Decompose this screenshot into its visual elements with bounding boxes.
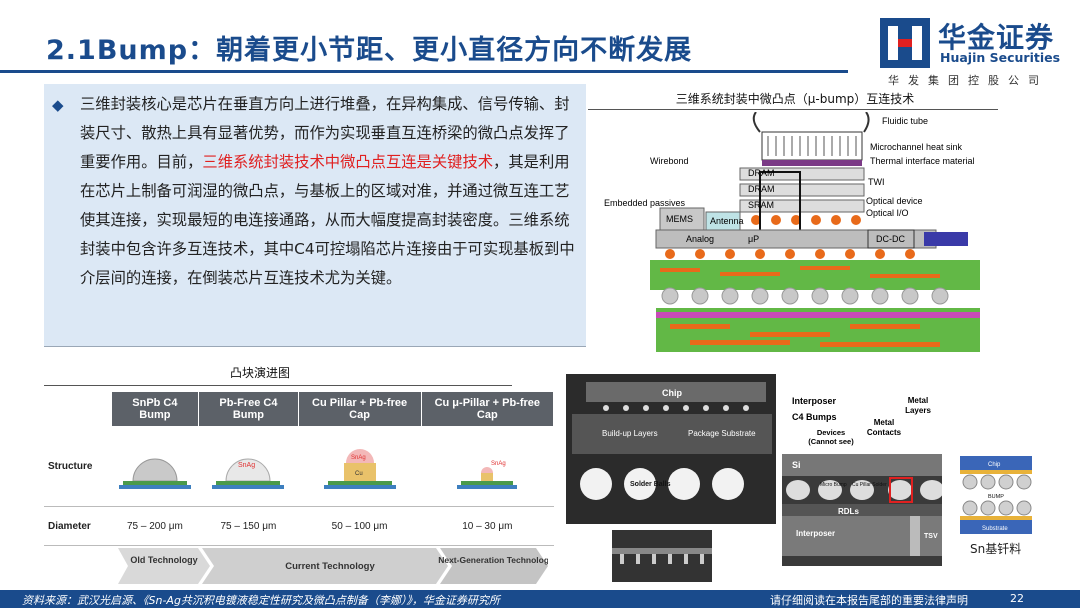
text-panel (44, 84, 586, 347)
sn-bump-label: BUMP (988, 494, 1004, 500)
mems-label: MEMS (666, 214, 693, 224)
snag-label: SnAg (238, 462, 255, 469)
structure-cell (111, 426, 199, 507)
sem-interposer-label: Interposer (796, 529, 835, 538)
logo-chinese-name: 华金证券 (938, 21, 1055, 54)
sem-cross-section-image: Chip Build-up Layers Package Substrate S… (566, 374, 776, 524)
column-header: Pb-Free C4 Bump (198, 392, 299, 426)
heat-sink-label: Microchannel heat sink (870, 142, 963, 152)
sem-rdls-label: RDLs (838, 507, 859, 516)
snpb-bump-icon (118, 458, 191, 489)
tech-stage-label: Current Technology (285, 561, 375, 572)
diameter-cell: 75 – 200 μm (111, 506, 199, 546)
bump-evolution-caption: 凸块演进图 (229, 366, 290, 380)
cu-micro-pillar-icon: SnAg (457, 461, 518, 489)
structure-cell: SnAg Cu (298, 426, 422, 507)
huajin-logo-icon (880, 18, 930, 68)
page-number: 22 (1010, 592, 1024, 605)
up-label: μP (748, 234, 759, 244)
row-header: Diameter (44, 506, 111, 546)
highlight-text: 三维系统封装技术中微凸点互连是关键技术 (202, 153, 494, 171)
dcdc-label: DC-DC (876, 234, 905, 244)
c4-bumps-label: C4 Bumps (792, 412, 837, 422)
twi-label: TWI (868, 177, 885, 187)
cu-label: Cu (355, 471, 363, 477)
body-paragraph: 三维封装核心是芯片在垂直方向上进行堆叠，在异构集成、信号传输、封装尺寸、散热上具… (80, 90, 578, 293)
analog-label: Analog (686, 234, 714, 244)
devices-label: Devices (Cannot see) (808, 428, 854, 446)
tech-stage-label: Old Technology (130, 555, 197, 565)
metal-contacts-label: Metal Contacts (866, 418, 902, 437)
sem-cu-pillar-label: Cu Pillar Solder (852, 482, 887, 488)
embedded-passives-label: Embedded passives (604, 198, 686, 208)
diamond-bullet-icon: ◆ (52, 96, 64, 114)
sram-label: SRAM (748, 200, 774, 210)
tim-label: Thermal interface material (870, 156, 975, 166)
caption-divider (588, 109, 998, 110)
sn-substrate-label: Substrate (982, 526, 1008, 532)
micro-bump-3d-package-diagram: Fluidic tube Microchannel heat sink Ther… (604, 112, 980, 352)
paragraph-segment: 三维封装核心是芯片在垂直方向上进行堆叠，在异构集成、信号传输、封装尺寸、散热上具… (80, 95, 570, 171)
table-corner (44, 392, 112, 426)
logo-subtitle: 华发集团控股公司 (888, 74, 1048, 87)
sn-chip-label: Chip (988, 462, 1001, 468)
diameter-cell: 10 – 30 μm (421, 506, 554, 546)
technology-timeline-arrow: Old Technology Current Technology Next-G… (118, 548, 548, 584)
footer-bar (0, 590, 1080, 608)
paragraph-segment: ，其是利用在芯片上制备可润湿的微凸点，与基板上的区域对准，并通过微互连工艺使其连… (80, 153, 575, 287)
diameter-cell: 50 – 100 μm (298, 506, 422, 546)
column-header: Cu Pillar + Pb-free Cap (298, 392, 422, 426)
diagram-caption: 三维系统封装中微凸点（μ-bump）互连技术 (675, 92, 915, 106)
optical-device-label: Optical device (866, 196, 923, 206)
interposer-label: Interposer (792, 396, 837, 406)
sn-solder-bump-diagram: Chip BUMP Substrate (960, 456, 1032, 534)
source-note: 资料来源：武汉光启源、《Sn-Ag共沉积电镀液稳定性研究及微凸点制备（李娜）》，… (22, 594, 500, 607)
tech-stage-label: Next-Generation Technology (438, 555, 548, 565)
legal-notice: 请仔细阅读在本报告尾部的重要法律声明 (770, 594, 968, 607)
diameter-cell: 75 – 150 μm (198, 506, 299, 546)
page-title: 2.1Bump：朝着更小节距、更小直径方向不断发展 (46, 35, 693, 66)
pbfree-bump-icon: SnAg (212, 458, 285, 489)
sem-thumbnail-image (612, 530, 712, 582)
sem-substrate-label: Package Substrate (688, 429, 756, 438)
row-header: Structure (44, 426, 111, 507)
optical-io-label: Optical I/O (866, 208, 909, 218)
bump-evolution-table: SnPb C4 Bump Pb-Free C4 Bump Cu Pillar +… (44, 392, 555, 546)
sem-tsv-label: TSV (924, 533, 938, 540)
title-underline (0, 70, 848, 73)
snag-label: SnAg (491, 461, 506, 467)
fluidic-tube-label: Fluidic tube (882, 116, 928, 126)
caption-divider (44, 385, 512, 386)
structure-cell: SnAg (198, 426, 299, 507)
sem-micro-bump-label: Micro Bump (820, 482, 847, 488)
column-header: Cu μ-Pillar + Pb-free Cap (421, 392, 555, 426)
wirebond-label: Wirebond (650, 156, 689, 166)
cu-pillar-icon: SnAg Cu (323, 448, 396, 489)
snag-label: SnAg (351, 455, 366, 461)
structure-cell: SnAg (421, 426, 554, 507)
sem-interposer-image: Si Micro Bump Cu Pillar Solder RDLs Inte… (782, 454, 942, 566)
sn-solder-label: Sn基钎料 (970, 542, 1022, 556)
logo-english-name: Huajin Securities (940, 50, 1061, 65)
antenna-label: Antenna (710, 216, 744, 226)
sem-solder-balls-label: Solder Balls (630, 481, 671, 488)
column-header: SnPb C4 Bump (111, 392, 200, 426)
sem-si-label: Si (792, 460, 801, 470)
dram-label: DRAM (748, 168, 775, 178)
dram-label: DRAM (748, 184, 775, 194)
sem-buildup-label: Build-up Layers (602, 429, 658, 438)
metal-layers-label: Metal Layers (905, 396, 931, 415)
sem-chip-label: Chip (662, 388, 682, 398)
